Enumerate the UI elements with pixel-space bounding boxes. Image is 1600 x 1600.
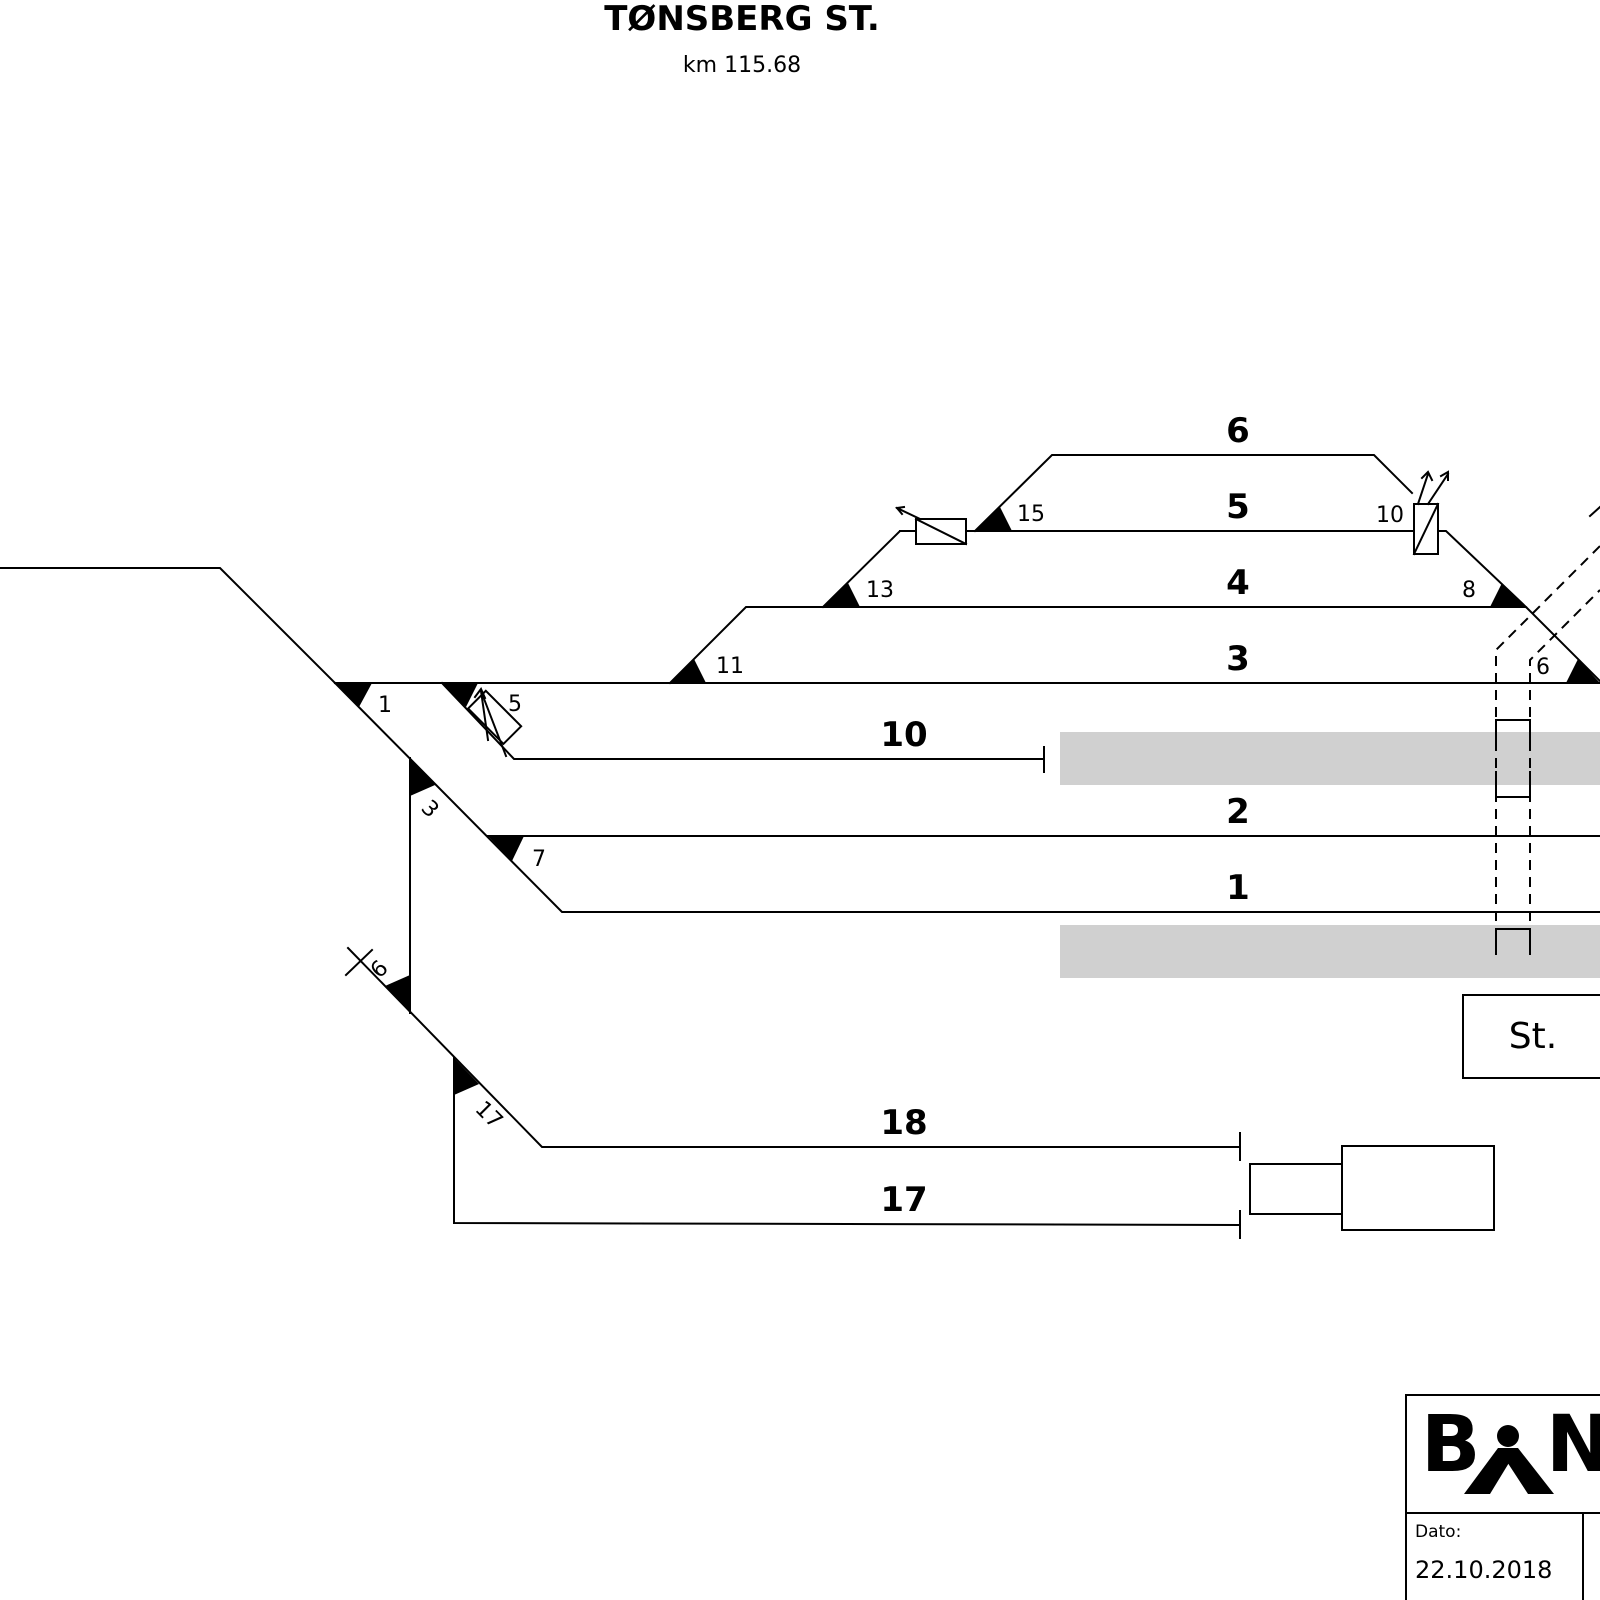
track-4-label: 4 — [1226, 563, 1250, 603]
date-label: Dato: — [1415, 1522, 1461, 1542]
engine-shed — [1341, 1145, 1495, 1231]
track-6-label: 6 — [1226, 411, 1250, 451]
switch-7-marker — [488, 836, 524, 861]
track-17-label: 17 — [880, 1180, 927, 1220]
track-17-line — [453, 1057, 1242, 1227]
track-6-line — [973, 454, 1414, 533]
track-1-line — [333, 681, 1600, 913]
platform-upper — [1060, 732, 1600, 785]
signal-track-5-west — [895, 505, 968, 546]
switch-1-marker — [335, 683, 372, 707]
logo-letter-n: N — [1546, 1400, 1600, 1490]
switch-9-marker — [385, 975, 410, 1013]
track-9-buffer-stop — [344, 948, 374, 977]
track-10-line — [440, 681, 1045, 760]
logo-letter-b: B — [1421, 1400, 1480, 1490]
stair-upper-top — [1495, 719, 1531, 744]
switch-13-label: 13 — [866, 578, 894, 603]
switch-17-label: 17 — [470, 1097, 507, 1134]
logo-symbol-icon — [1464, 1425, 1554, 1494]
switch-17-marker — [454, 1058, 479, 1095]
signal-track-10 — [466, 687, 523, 758]
track-5-label: 5 — [1226, 487, 1250, 527]
switch-7-label: 7 — [532, 847, 546, 872]
switch-11-marker — [670, 659, 706, 683]
switch-11-label: 11 — [716, 654, 744, 679]
switch-15-marker — [975, 507, 1012, 531]
track-2-label: 2 — [1226, 792, 1250, 832]
switch-8-label: 8 — [1462, 578, 1476, 603]
switch-10-label: 10 — [1376, 503, 1404, 528]
mainline-track — [0, 567, 337, 685]
track-18-line — [346, 946, 1241, 1148]
switch-3-marker — [410, 758, 435, 796]
track-1-label: 1 — [1226, 868, 1250, 908]
switch-5-marker — [442, 683, 478, 707]
km-marker: km 115.68 — [683, 53, 801, 78]
switch-3-label: 3 — [416, 796, 444, 824]
switch-1-label: 1 — [378, 693, 392, 718]
engine-shed-annex — [1249, 1163, 1343, 1215]
switch-13-marker — [823, 583, 860, 607]
stair-lower — [1495, 928, 1531, 953]
track-18-label: 18 — [880, 1103, 927, 1143]
stair-upper-bottom — [1495, 771, 1531, 798]
track-4-line — [668, 606, 1600, 685]
station-title: TØNSBERG ST. — [604, 0, 880, 39]
switch-6-marker — [1566, 659, 1600, 683]
switch-5-label: 5 — [508, 692, 522, 717]
switch-8-marker — [1490, 583, 1526, 607]
track-5-line — [821, 530, 1528, 609]
switch-6-label: 6 — [1536, 655, 1550, 680]
footbridge-right-edge — [1529, 589, 1600, 955]
switch-9-label: 9 — [364, 954, 392, 982]
track-10-label: 10 — [880, 715, 927, 755]
station-building — [1462, 994, 1600, 1079]
switch-15-label: 15 — [1017, 502, 1045, 527]
signal-track-5-east — [1412, 470, 1450, 556]
footbridge-end-mark — [1588, 505, 1600, 518]
date-value: 22.10.2018 — [1415, 1556, 1552, 1584]
track-3-label: 3 — [1226, 639, 1250, 679]
station-building-label: St. — [1509, 1016, 1557, 1057]
platform-lower — [1060, 925, 1600, 978]
